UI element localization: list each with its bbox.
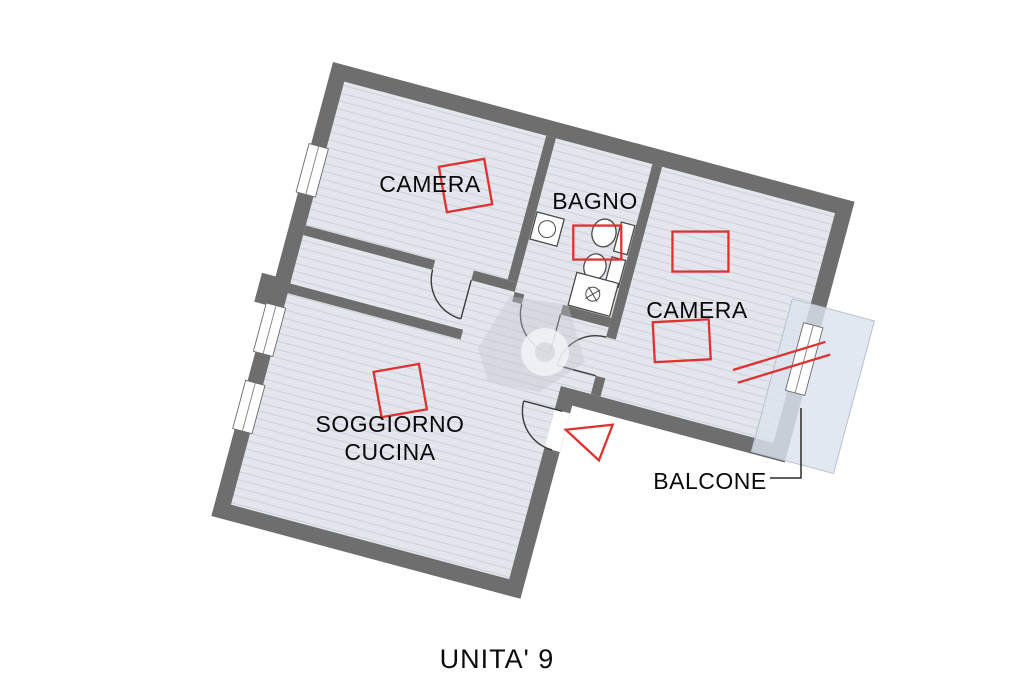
balcone-leader-line — [770, 408, 802, 479]
annotation-square-camera-2-bottom — [651, 318, 712, 364]
room-label-balcone: BALCONE — [653, 468, 766, 494]
balcony-area — [750, 298, 876, 475]
annotation-square-camera-2-top — [671, 230, 730, 273]
room-label-cucina: CUCINA — [344, 439, 435, 465]
annotation-window-lines — [732, 340, 831, 384]
partition-bagno-hall-a — [512, 291, 525, 305]
partition-bagno-camera2-a — [606, 164, 663, 340]
annotation-square-soggiorno — [372, 362, 429, 419]
entrance-opening — [544, 409, 571, 452]
partition-camera1-hall-b — [471, 270, 518, 292]
partition-bagno-camera2-b — [590, 375, 606, 397]
partition-camera1-bagno — [507, 135, 556, 283]
shower-icon — [567, 271, 620, 318]
room-label-camera-1: CAMERA — [379, 171, 481, 197]
window-symbol-2 — [252, 302, 287, 357]
room-label-soggiorno: SOGGIORNO — [316, 411, 465, 437]
door-arc-camera-1 — [430, 269, 472, 320]
sink-icon — [529, 211, 565, 248]
window-symbol-3 — [232, 379, 266, 435]
partition-camera1-hall-a — [303, 225, 436, 270]
partition-bagno-hall-b — [560, 304, 612, 328]
unit-label: UNITA' 9 — [440, 644, 555, 674]
balcony-window — [784, 322, 824, 397]
building-walls — [211, 62, 855, 599]
annotation-square-camera-1 — [437, 157, 494, 214]
plan-geometry — [211, 62, 876, 599]
entrance-door-arc — [521, 400, 563, 451]
annotation-square-bagno — [572, 224, 623, 261]
entrance-direction-triangle — [563, 423, 615, 463]
wall-pier — [254, 272, 291, 310]
window-symbol-1 — [295, 143, 329, 198]
partition-soggiorno-hall — [287, 283, 464, 340]
room-label-bagno: BAGNO — [552, 188, 638, 214]
room-label-camera-2: CAMERA — [646, 297, 748, 323]
